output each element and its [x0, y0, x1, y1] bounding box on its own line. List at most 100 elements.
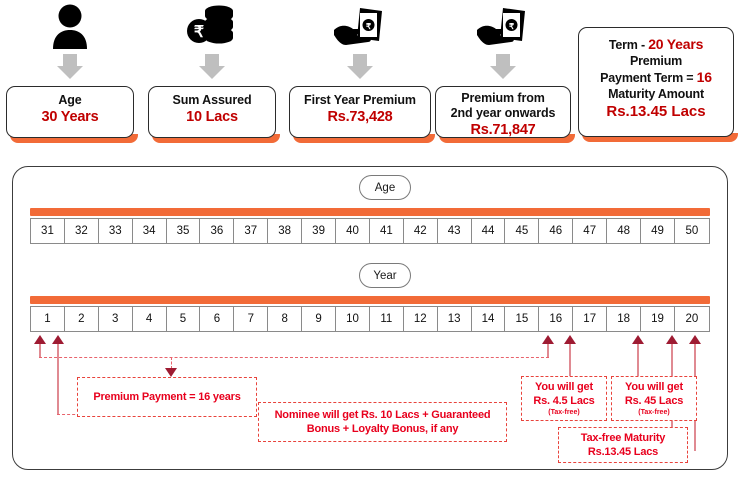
age-orange-bar: [30, 208, 710, 216]
premium-span-dashed-line: [39, 357, 549, 358]
age-scale-cell: 50: [674, 219, 709, 243]
card-body-age: Age 30 Years: [6, 86, 134, 138]
card-title: Sum Assured: [172, 93, 252, 107]
arrow-down-gray-icon: [148, 54, 276, 79]
callout-maturity: Tax-free Maturity Rs.13.45 Lacs: [558, 427, 688, 463]
age-scale-cell: 36: [200, 219, 235, 243]
age-scale-cell: 37: [234, 219, 269, 243]
payment-term-label: Payment Term =: [600, 71, 697, 85]
connector-line-year2: [57, 343, 59, 415]
maturity-amount-value: Rs.13.45 Lacs: [606, 103, 706, 120]
card-accent-bar: [582, 133, 738, 142]
year-scale-cell: 4: [132, 307, 167, 331]
callout-premium-payment-text: Premium Payment = 16 years: [93, 391, 241, 403]
age-scale-cell: 47: [573, 219, 608, 243]
card-value: Rs.71,847: [470, 122, 536, 138]
card-body-term: Term - 20 Years Premium Payment Term = 1…: [578, 27, 734, 137]
premium-callout-drop-line: [171, 357, 172, 369]
connector-arrow-year20-outer: [689, 335, 701, 344]
summary-card-sum-assured: ₹ Sum Assured 10 Lacs: [148, 0, 280, 143]
premium-callout-arrow: [165, 368, 177, 377]
age-scale-cell: 48: [607, 219, 642, 243]
callout-payout-year18-line2: Rs. 45 Lacs: [624, 395, 684, 407]
callout-payout-year16-note: (Tax-free): [548, 409, 580, 416]
connector-arrow-year20-maturity: [666, 335, 678, 344]
age-scale-cell: 49: [641, 219, 675, 243]
card-title: First Year Premium: [304, 93, 416, 107]
summary-card-age: Age 30 Years: [6, 0, 138, 143]
coin-stack-rupee-icon: ₹: [148, 0, 276, 52]
year-scale-cell: 18: [607, 307, 642, 331]
card-title-line1: Premium from: [461, 91, 545, 105]
age-scale-cell: 35: [166, 219, 201, 243]
hand-cash-icon: ₹: [435, 0, 571, 52]
arrow-down-gray-icon: [289, 54, 431, 79]
connector-line-year16-premium: [547, 343, 549, 358]
year-scale-cell: 12: [403, 307, 438, 331]
year-scale-cell: 5: [166, 307, 201, 331]
card-value: 10 Lacs: [186, 109, 238, 125]
card-body-first-year-premium: First Year Premium Rs.73,428: [289, 86, 431, 138]
year-scale-cell: 14: [471, 307, 506, 331]
age-scale-cell: 42: [403, 219, 438, 243]
callout-payout-year16-line2: Rs. 4.5 Lacs: [533, 395, 595, 407]
arrow-down-gray-icon: [6, 54, 134, 79]
year-scale-cell: 16: [539, 307, 574, 331]
age-scale-cell: 44: [471, 219, 506, 243]
age-scale-cell: 46: [539, 219, 574, 243]
year-scale-cell: 8: [268, 307, 303, 331]
term-line-2: Premium: [629, 54, 683, 68]
card-value: 30 Years: [41, 109, 99, 125]
card-title: Age: [58, 93, 82, 107]
age-label-text: Age: [374, 181, 396, 194]
svg-text:₹: ₹: [366, 22, 371, 31]
callout-payout-year18-note: (Tax-free): [638, 409, 670, 416]
card-body-sum-assured: Sum Assured 10 Lacs: [148, 86, 276, 138]
card-accent-bar: [152, 134, 280, 143]
year-scale-cell: 1: [31, 307, 65, 331]
age-scale-cell: 33: [98, 219, 133, 243]
year-scale-cell: 13: [437, 307, 472, 331]
year-scale-cell: 9: [302, 307, 337, 331]
card-accent-bar: [439, 134, 575, 143]
card-value: Rs.73,428: [327, 109, 393, 125]
year-scale-cell: 19: [641, 307, 675, 331]
callout-payout-year16-line1: You will get: [535, 381, 593, 393]
card-title-line2: 2nd year onwards: [450, 106, 556, 120]
arrow-down-gray-icon: [435, 54, 571, 79]
connector-line-year18-payout: [637, 343, 639, 376]
card-accent-bar: [293, 134, 435, 143]
payment-term-value: 16: [696, 69, 712, 85]
term-line-3: Payment Term = 16: [583, 69, 729, 86]
year-label-pill: Year: [359, 263, 411, 288]
age-scale-cell: 45: [505, 219, 540, 243]
person-icon: [6, 0, 134, 52]
age-scale-cell: 32: [64, 219, 99, 243]
connector-arrow-year18-payout: [632, 335, 644, 344]
year-scale-cell: 3: [98, 307, 133, 331]
summary-card-term: Term - 20 Years Premium Payment Term = 1…: [578, 27, 738, 142]
year-scale-cell: 10: [336, 307, 370, 331]
year-orange-bar: [30, 296, 710, 304]
summary-card-premium-2nd-year: ₹ Premium from 2nd year onwards Rs.71,84…: [435, 0, 575, 143]
summary-card-first-year-premium: ₹ First Year Premium Rs.73,428: [289, 0, 435, 143]
connector-arrow-year1: [34, 335, 46, 344]
year-scale-cell: 2: [64, 307, 99, 331]
svg-text:₹: ₹: [194, 24, 204, 41]
callout-nominee-line2: Bonus + Loyalty Bonus, if any: [306, 423, 459, 435]
card-accent-bar: [10, 134, 138, 143]
age-scale-cell: 31: [31, 219, 65, 243]
age-scale-cell: 38: [268, 219, 303, 243]
age-scale-cell: 39: [302, 219, 337, 243]
card-body-premium-2nd-year: Premium from 2nd year onwards Rs.71,847: [435, 86, 571, 138]
callout-nominee-line1: Nominee will get Rs. 10 Lacs + Guarantee…: [274, 409, 491, 421]
age-scale-cell: 41: [369, 219, 404, 243]
year-scale-cell: 20: [674, 307, 709, 331]
term-value: 20 Years: [648, 36, 704, 52]
hand-cash-icon: ₹: [289, 0, 431, 52]
callout-maturity-line1: Tax-free Maturity: [580, 432, 666, 444]
callout-premium-payment: Premium Payment = 16 years: [77, 377, 257, 417]
callout-maturity-line2: Rs.13.45 Lacs: [587, 446, 659, 458]
